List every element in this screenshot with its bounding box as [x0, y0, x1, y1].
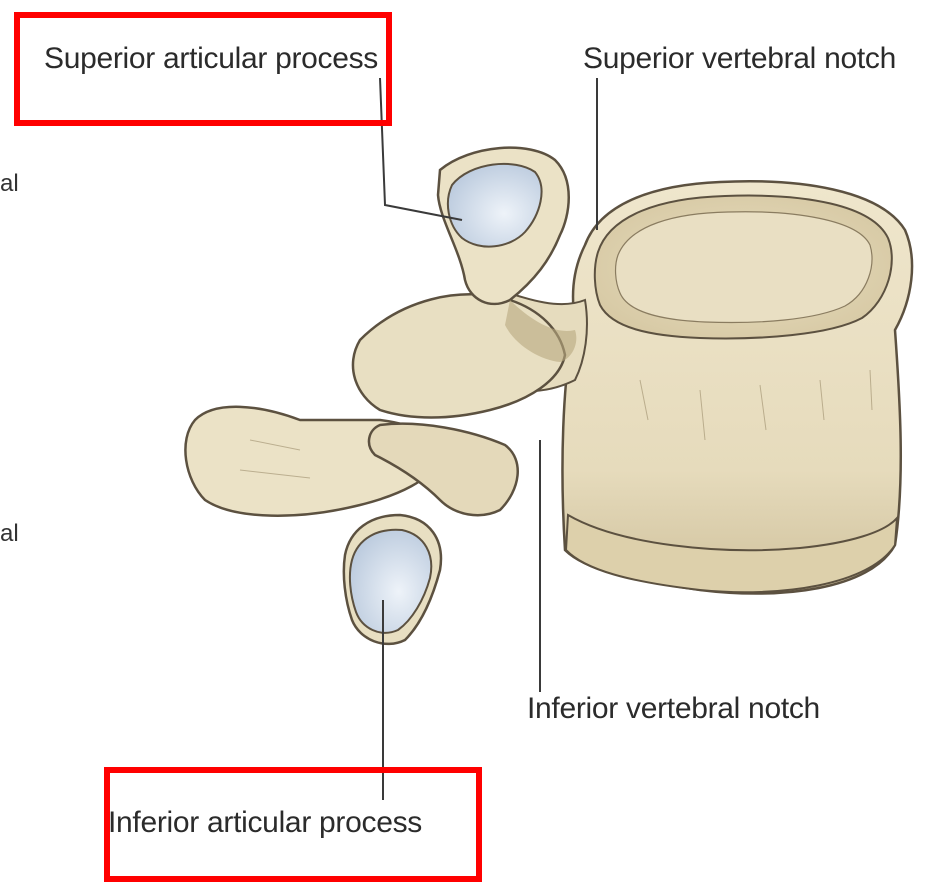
vertebral-body-cancellous-area: [616, 212, 872, 323]
highlight-box-superior-articular-process: [14, 12, 392, 126]
cropped-label-lower: al: [0, 522, 19, 546]
label-superior-vertebral-notch: Superior vertebral notch: [583, 44, 896, 74]
lamina: [353, 294, 565, 417]
label-inferior-vertebral-notch: Inferior vertebral notch: [527, 694, 820, 724]
cropped-label-upper: al: [0, 172, 19, 196]
highlight-box-inferior-articular-process: [104, 767, 482, 882]
